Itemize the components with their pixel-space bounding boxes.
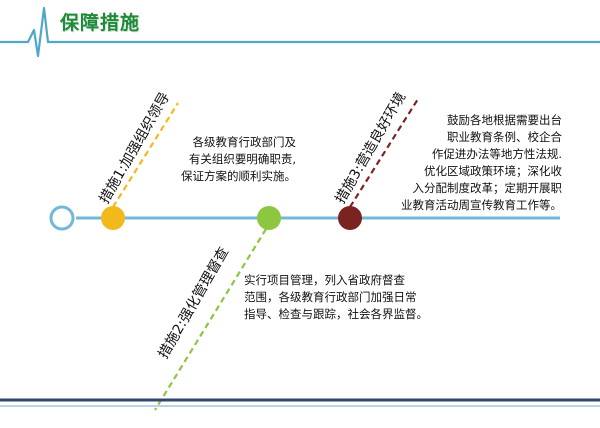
timeline-start-node xyxy=(49,205,75,231)
measure-1-description: 各级教育行政部门及 有关组织要明确职责, 保证方案的顺利实施。 xyxy=(181,135,296,183)
branch-line-1 xyxy=(112,102,179,208)
header-pulse-icon xyxy=(0,6,600,58)
timeline-node-2 xyxy=(257,206,281,230)
page-title: 保障措施 xyxy=(60,12,141,34)
branch-line-3 xyxy=(349,98,419,208)
timeline-node-1 xyxy=(101,206,125,230)
branch-line-2 xyxy=(154,228,267,411)
measure-3-description: 鼓励各地根据需要出台 职业教育条例、校企合 作促进办法等地方性法规. 优化区域政… xyxy=(401,113,562,212)
measure-2-description: 实行项目管理，列入省政府督查 范围，各级教育行政部门加强日常 指导、检查与跟踪，… xyxy=(244,273,428,321)
timeline-node-3 xyxy=(338,206,362,230)
